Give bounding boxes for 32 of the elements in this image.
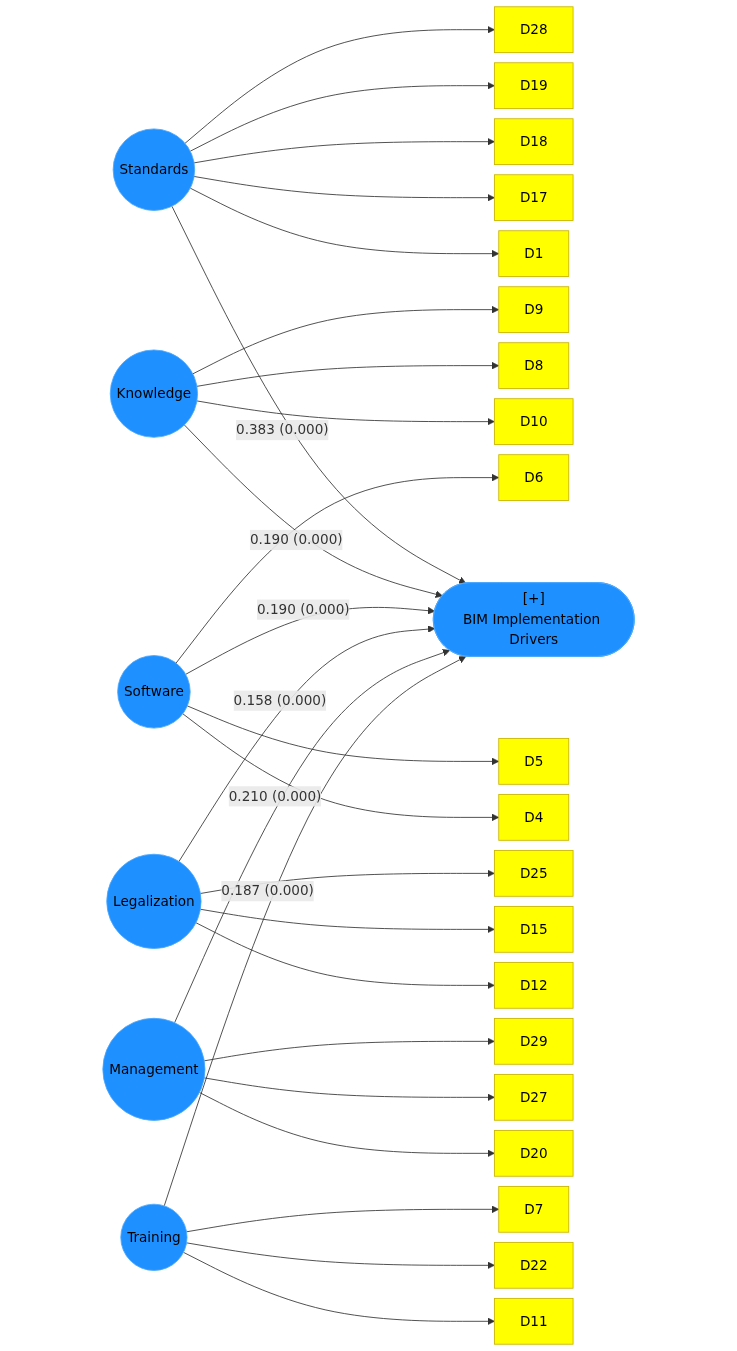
node-box: D10 <box>494 398 574 445</box>
node-box: D6 <box>498 454 570 501</box>
node-box: D15 <box>494 906 574 953</box>
node-box: D27 <box>494 1074 574 1121</box>
node-box: D20 <box>494 1130 574 1177</box>
node-box: D4 <box>498 794 570 841</box>
node-circle: Software <box>117 655 191 729</box>
node-box: D18 <box>494 118 574 165</box>
node-box: D28 <box>494 6 574 54</box>
edge-label: 0.190 (0.000) <box>249 531 343 548</box>
edge-label: 0.158 (0.000) <box>233 692 327 709</box>
edge-label: 0.383 (0.000) <box>236 421 329 438</box>
node-circle: Legalization <box>106 853 202 949</box>
edge-label: 0.190 (0.000) <box>256 601 350 618</box>
node-box: D25 <box>494 850 574 897</box>
node-circle: Training <box>120 1203 188 1271</box>
node-box: D19 <box>494 62 574 109</box>
node-circle: Standards <box>112 128 196 211</box>
edge-label: 0.210 (0.000) <box>228 787 322 805</box>
edge-label: 0.187 (0.000) <box>221 882 314 899</box>
node-circle: Management <box>102 1017 206 1121</box>
node-box: D17 <box>494 174 574 221</box>
node-box: D12 <box>494 962 574 1009</box>
node-box: D5 <box>498 738 570 785</box>
node-box: D7 <box>498 1186 570 1233</box>
node-box: D1 <box>498 230 570 277</box>
node-box: D22 <box>494 1242 574 1289</box>
node-box: D29 <box>494 1018 574 1065</box>
node-box: D9 <box>498 286 570 333</box>
node-circle: Knowledge <box>109 349 198 438</box>
node-box: D8 <box>498 342 570 389</box>
node-box: D11 <box>494 1297 574 1345</box>
